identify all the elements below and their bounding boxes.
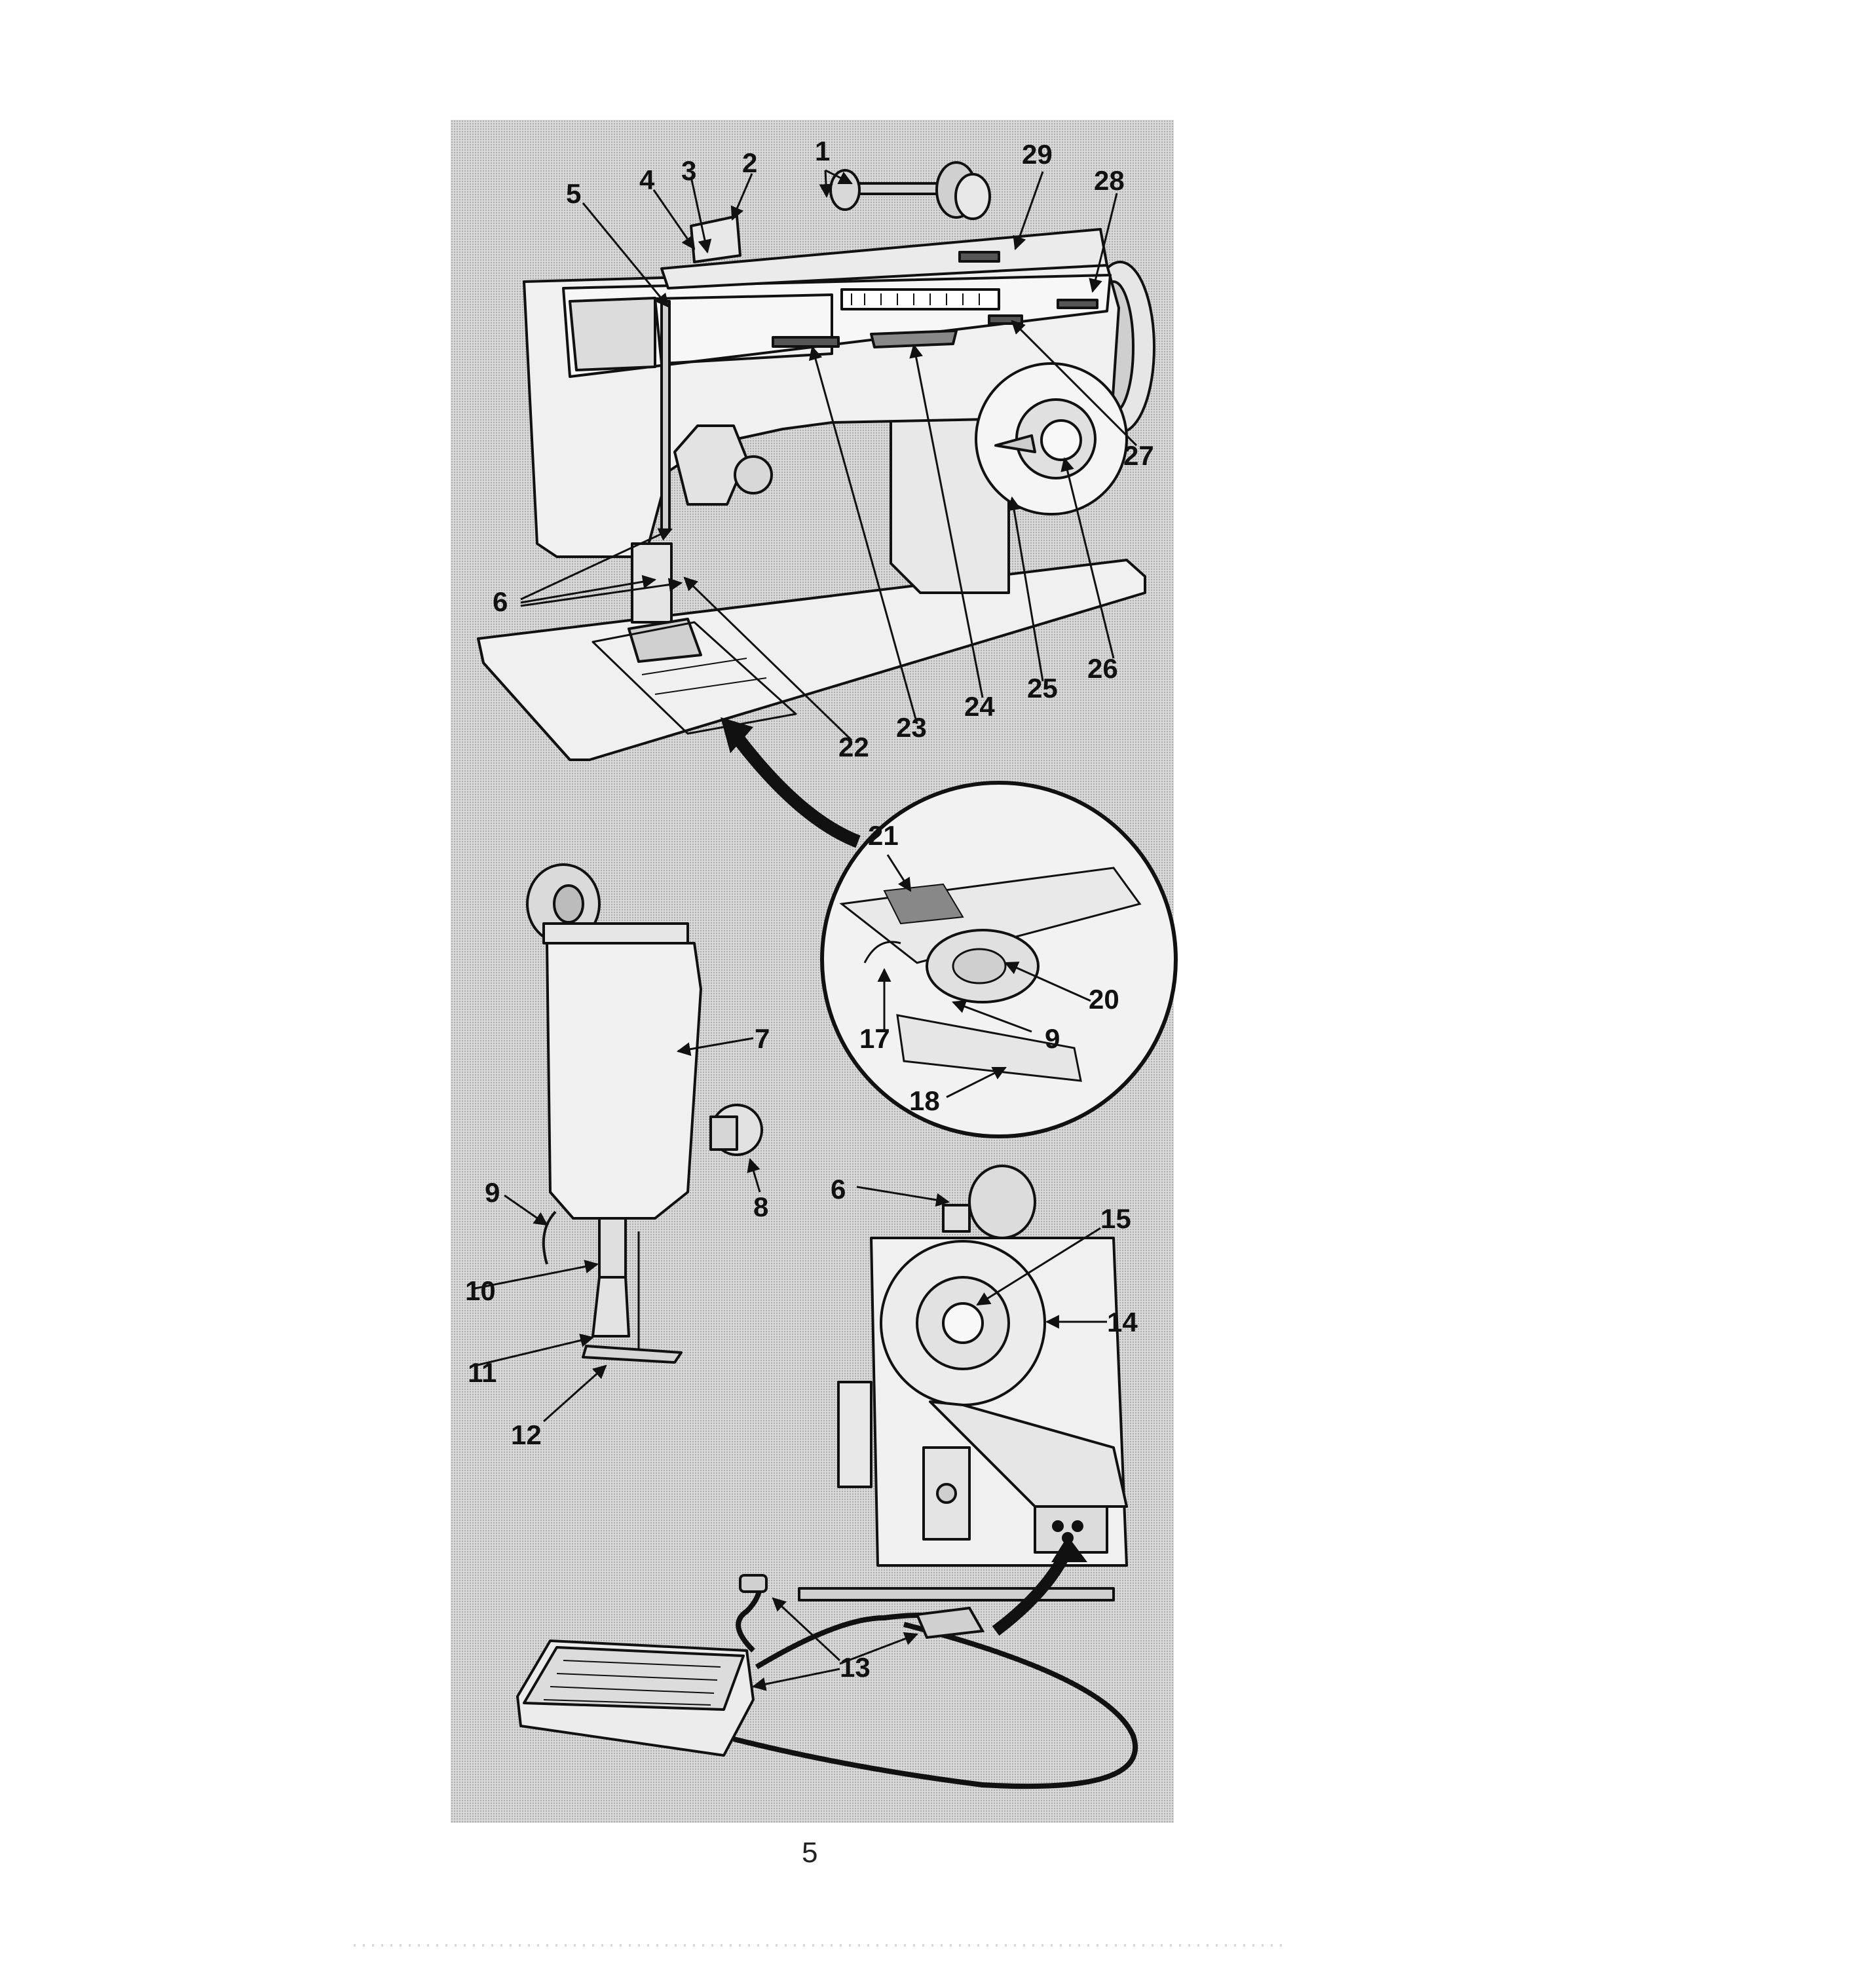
machine-front-view [477,161,1155,761]
callout-18: 18 [909,1085,940,1116]
callout-6-front: 6 [493,586,508,617]
callout-6-right: 6 [831,1174,846,1205]
callout-9-side: 9 [485,1177,500,1208]
callout-25: 25 [1027,673,1058,703]
callout-17: 17 [859,1023,890,1054]
scan-artifact [354,1944,1284,1947]
plugs [739,1574,985,1639]
callout-5: 5 [566,178,582,209]
page-number: 5 [802,1837,818,1869]
callout-2: 2 [742,147,758,178]
inset-pointer-arrow [732,732,861,848]
callout-13: 13 [840,1652,871,1683]
inset-pointer-arrowhead [721,717,753,753]
callout-8: 8 [753,1191,769,1222]
callout-29: 29 [1022,139,1053,170]
callout-14: 14 [1107,1307,1138,1338]
machine-right-side-view [798,1165,1128,1601]
callout-24: 24 [964,691,995,722]
machine-left-side-view [526,863,763,1364]
callout-21: 21 [868,820,899,851]
plug-to-socket-arrowhead [1051,1536,1087,1562]
callout-12: 12 [511,1419,542,1450]
callout-7: 7 [755,1023,770,1054]
callout-1: 1 [815,136,831,166]
callout-23: 23 [896,712,927,743]
callout-9-inset: 9 [1045,1023,1060,1054]
bobbin-area-inset [820,781,1178,1138]
callout-3: 3 [681,155,697,186]
callout-20: 20 [1089,984,1119,1015]
callout-26: 26 [1087,653,1118,684]
callout-4: 4 [639,164,655,195]
foot-control [516,1639,755,1757]
callout-15: 15 [1100,1203,1131,1234]
leader-lines [471,169,1138,1691]
callout-10: 10 [465,1275,496,1306]
callout-11: 11 [468,1357,497,1388]
callout-28: 28 [1094,165,1125,196]
callout-22: 22 [838,732,869,762]
callout-27: 27 [1123,440,1154,471]
